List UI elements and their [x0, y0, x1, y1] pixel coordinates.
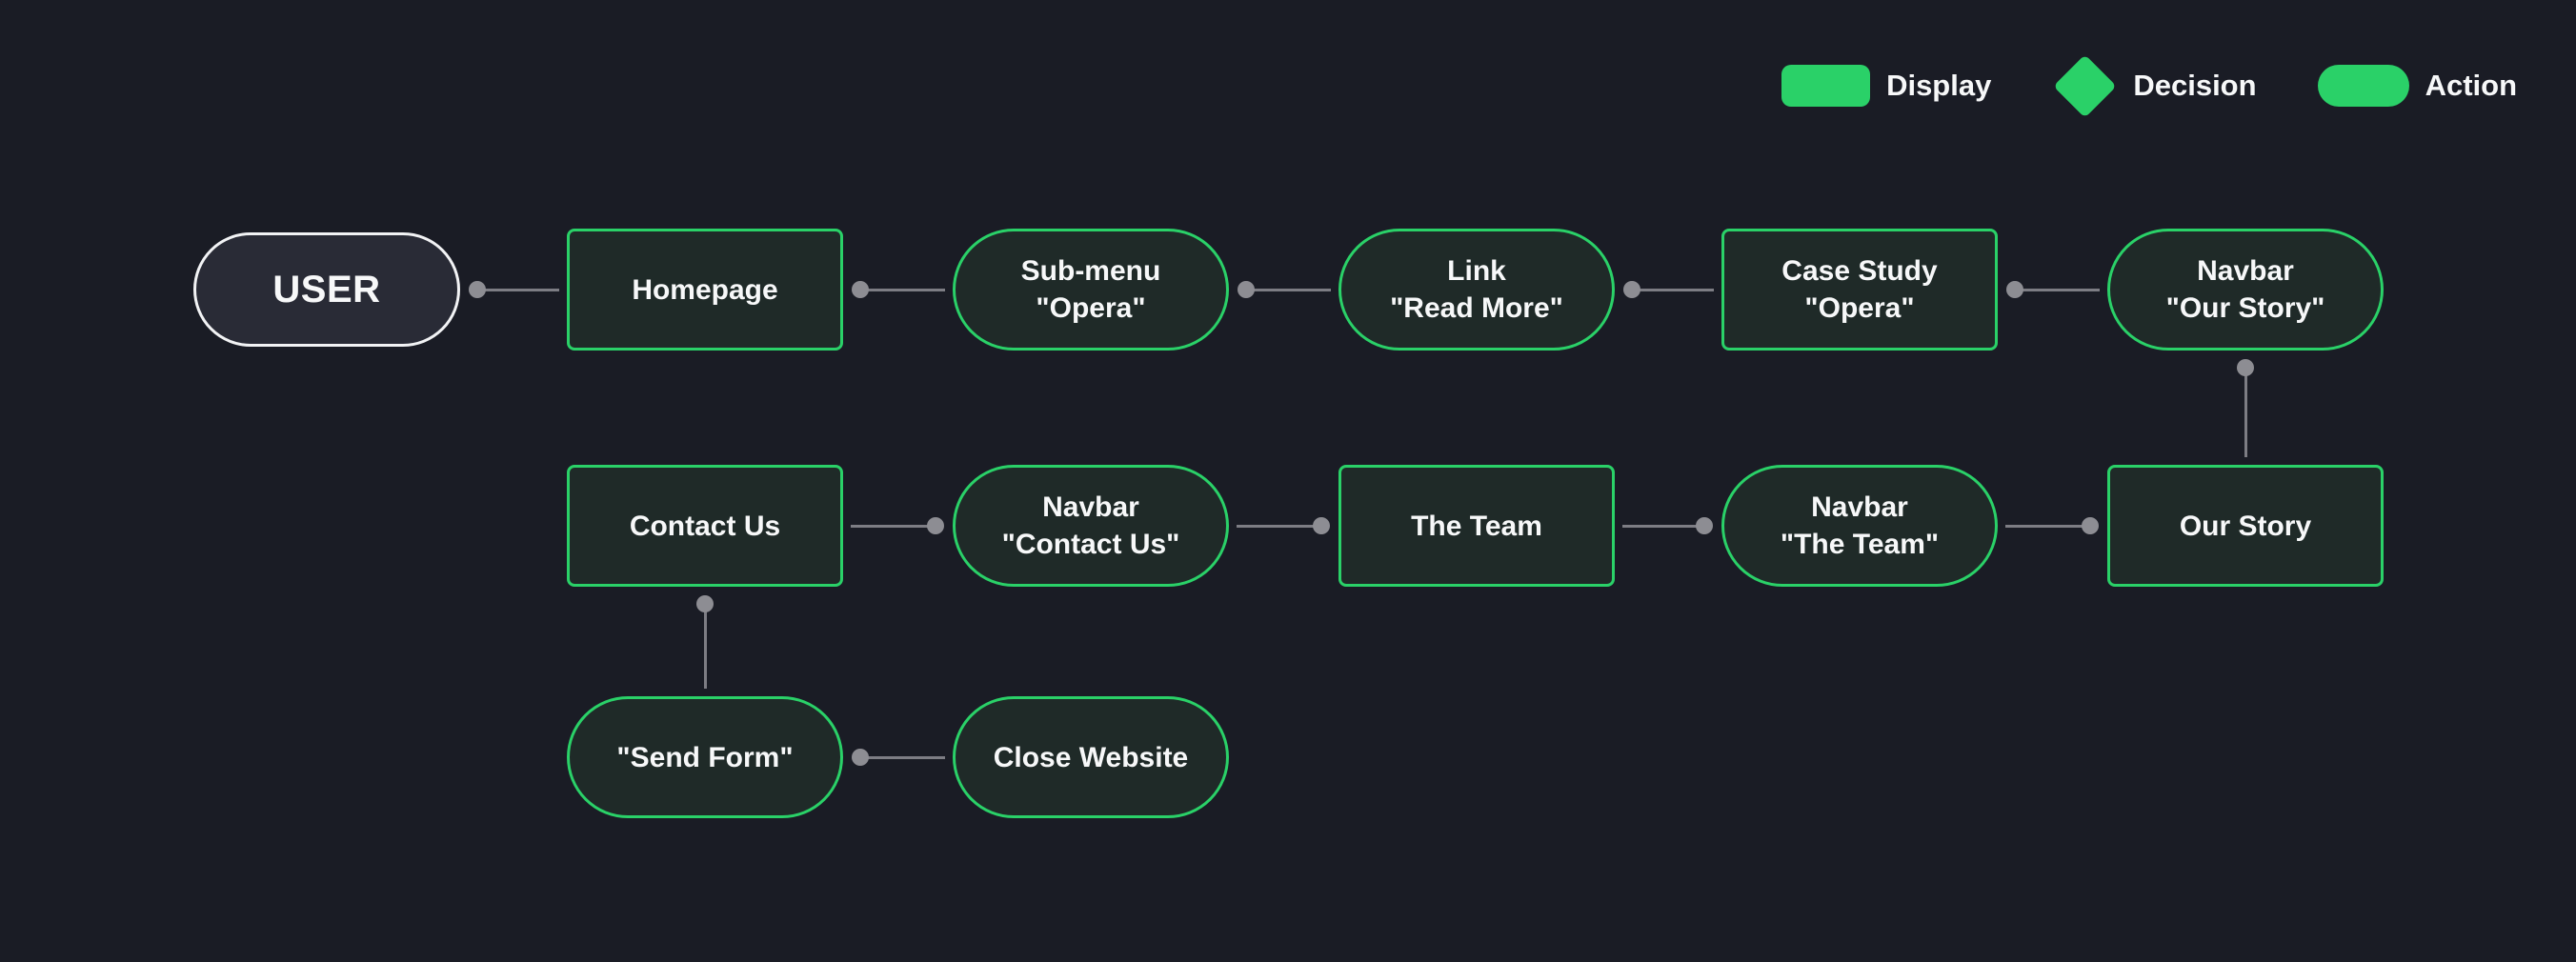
node-submenu-opera[interactable]: Sub-menu "Opera" — [953, 229, 1229, 351]
node-label-line: "Send Form" — [616, 741, 794, 773]
legend-label-display: Display — [1886, 69, 1992, 102]
connector-dot — [1238, 281, 1255, 298]
connector-dot — [852, 749, 869, 766]
node-label-line: Sub-menu — [1020, 255, 1161, 287]
node-navbar-the-team[interactable]: Navbar "The Team" — [1721, 465, 1998, 587]
node-label-line: USER — [272, 268, 381, 311]
node-label-line: Close Website — [993, 741, 1189, 773]
edge-send-form-to-close-website — [860, 755, 945, 759]
edge-navbar-our-story-to-our-story — [2244, 368, 2247, 457]
connector-dot — [696, 595, 714, 612]
edge-homepage-to-submenu-opera — [860, 288, 945, 291]
node-send-form[interactable]: "Send Form" — [567, 696, 843, 818]
edge-link-read-more-to-case-study-opera — [1632, 288, 1714, 291]
legend-item-action: Action — [2317, 65, 2517, 107]
edge-the-team-to-navbar-contact-us — [1237, 524, 1321, 528]
node-label-line: Navbar — [1042, 491, 1139, 523]
node-the-team[interactable]: The Team — [1338, 465, 1615, 587]
node-label-line: "The Team" — [1780, 529, 1940, 560]
edge-navbar-the-team-to-the-team — [1622, 524, 1704, 528]
node-link-read-more[interactable]: Link "Read More" — [1338, 229, 1615, 351]
legend-item-display: Display — [1781, 65, 1991, 107]
node-label-line: "Opera" — [1036, 292, 1146, 324]
node-label-line: Link — [1447, 255, 1506, 287]
edge-navbar-contact-us-to-contact-us — [851, 524, 936, 528]
legend: Display Decision Action — [1781, 53, 2517, 118]
legend-item-decision: Decision — [2052, 53, 2257, 118]
edge-contact-us-to-send-form — [703, 604, 707, 689]
edge-submenu-opera-to-link-read-more — [1246, 288, 1331, 291]
connector-dot — [1623, 281, 1640, 298]
edge-our-story-to-navbar-the-team — [2005, 524, 2090, 528]
node-label-line: "Contact Us" — [1001, 529, 1180, 560]
node-label-line: "Read More" — [1390, 292, 1563, 324]
edge-case-study-opera-to-navbar-our-story — [2015, 288, 2100, 291]
node-label-line: "Our Story" — [2165, 292, 2325, 324]
node-navbar-our-story[interactable]: Navbar "Our Story" — [2107, 229, 2384, 351]
node-label-line: Case Study — [1781, 255, 1938, 287]
legend-label-decision: Decision — [2133, 69, 2257, 102]
node-label-line: "Opera" — [1804, 292, 1915, 324]
connector-dot — [1313, 517, 1330, 534]
node-label-line: Navbar — [1811, 491, 1908, 523]
node-label-line: Our Story — [2179, 510, 2312, 542]
connector-dot — [852, 281, 869, 298]
node-close-website[interactable]: Close Website — [953, 696, 1229, 818]
edge-user-to-homepage — [477, 288, 559, 291]
node-label-line: Navbar — [2197, 255, 2294, 287]
node-label-line: Homepage — [632, 273, 778, 306]
decision-diamond-icon — [2052, 53, 2117, 118]
connector-dot — [2237, 359, 2254, 376]
connector-dot — [2006, 281, 2023, 298]
connector-dot — [927, 517, 944, 534]
node-user[interactable]: USER — [193, 232, 460, 347]
action-pill-icon — [2317, 65, 2409, 107]
node-our-story[interactable]: Our Story — [2107, 465, 2384, 587]
legend-label-action: Action — [2425, 69, 2517, 102]
connector-dot — [1696, 517, 1713, 534]
connector-dot — [2082, 517, 2099, 534]
node-case-study-opera[interactable]: Case Study "Opera" — [1721, 229, 1998, 351]
display-swatch-icon — [1781, 65, 1871, 107]
node-label-line: Contact Us — [629, 510, 781, 542]
node-navbar-contact-us[interactable]: Navbar "Contact Us" — [953, 465, 1229, 587]
connector-dot — [469, 281, 486, 298]
node-homepage[interactable]: Homepage — [567, 229, 843, 351]
node-contact-us[interactable]: Contact Us — [567, 465, 843, 587]
node-label-line: The Team — [1411, 510, 1542, 542]
